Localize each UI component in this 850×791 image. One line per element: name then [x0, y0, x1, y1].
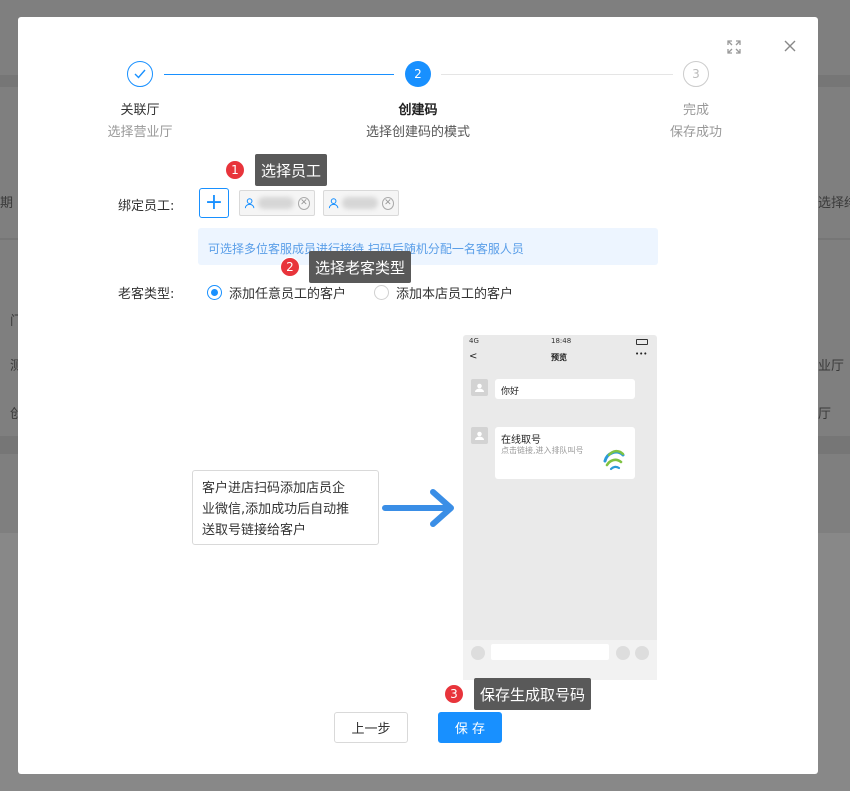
callout-3-badge: 3	[444, 684, 464, 704]
radio-unchecked-icon	[374, 285, 389, 300]
user-icon	[244, 198, 255, 209]
backdrop-text: 业厅	[818, 359, 845, 374]
callout-3: 保存生成取号码	[474, 678, 592, 710]
fullscreen-icon[interactable]	[724, 37, 744, 57]
close-icon[interactable]	[780, 36, 800, 56]
backdrop-text: 厅	[818, 407, 832, 422]
flow-description-line: 送取号链接给客户	[202, 523, 307, 538]
step-3-number: 3	[683, 61, 709, 87]
radio-any-staff-label: 添加任意员工的客户	[229, 287, 347, 302]
radio-checked-icon	[207, 285, 222, 300]
step-1-title: 关联厅	[120, 103, 160, 118]
back-icon: <	[469, 351, 478, 362]
add-staff-button[interactable]: +	[199, 188, 229, 218]
callout-1: 选择员工	[255, 154, 328, 186]
step-connector-1	[164, 74, 394, 75]
phone-status-bar: 4G 18:48	[463, 335, 657, 349]
step-2-desc: 选择创建码的模式	[365, 125, 470, 140]
backdrop-text: 选择绯	[818, 196, 850, 211]
create-code-modal: 2 3 关联厅 选择营业厅 创建码 选择创建码的模式 完成 保存成功 1 选择员…	[18, 17, 818, 774]
card-title: 在线取号	[501, 435, 541, 446]
remove-tag-icon[interactable]: ✕	[381, 196, 395, 210]
plus-icon	[635, 646, 649, 660]
phone-preview: 4G 18:48 < 预览 ••• 你好 在线取号 点击链接,进入排队叫号	[463, 335, 657, 680]
staff-tag: ✕	[239, 190, 315, 216]
avatar-icon	[471, 379, 488, 396]
radio-any-staff[interactable]: 添加任意员工的客户	[207, 283, 346, 302]
phone-title: 预览	[551, 353, 567, 362]
avatar-icon	[471, 427, 488, 444]
staff-label: 绑定员工:	[118, 199, 175, 214]
phone-text-input	[491, 644, 609, 660]
greeting-bubble: 你好	[495, 379, 635, 399]
link-card: 在线取号 点击链接,进入排队叫号	[495, 427, 635, 479]
step-2-number: 2	[405, 61, 431, 87]
flow-description-line: 业微信,添加成功后自动推	[202, 502, 350, 517]
staff-tag: ✕	[323, 190, 399, 216]
callout-2: 选择老客类型	[309, 251, 412, 283]
phone-input-bar	[463, 640, 657, 680]
phone-nav-bar: < 预览 •••	[463, 349, 657, 367]
remove-tag-icon[interactable]: ✕	[297, 196, 311, 210]
step-2-title: 创建码	[398, 103, 438, 118]
step-3-desc: 保存成功	[669, 125, 722, 140]
callout-2-badge: 2	[280, 257, 300, 277]
save-button[interactable]: 保 存	[438, 712, 502, 743]
voice-icon	[471, 646, 485, 660]
callout-1-badge: 1	[225, 160, 245, 180]
user-icon	[328, 198, 339, 209]
arrow-right-icon	[382, 489, 454, 527]
step-1-finished-icon	[127, 61, 153, 87]
backdrop-text: 期	[0, 196, 14, 211]
staff-hint: 可选择多位客服成员进行接待,扫码后随机分配一名客服人员	[198, 228, 658, 265]
china-mobile-logo-icon	[603, 449, 625, 471]
card-desc: 点击链接,进入排队叫号	[501, 446, 584, 455]
signal-label: 4G	[469, 337, 479, 345]
flow-description: 客户进店扫码添加店员企 业微信,添加成功后自动推 送取号链接给客户	[192, 470, 379, 545]
step-3-title: 完成	[682, 103, 709, 118]
step-connector-2	[441, 74, 673, 75]
radio-store-staff-label: 添加本店员工的客户	[396, 287, 514, 302]
flow-description-line: 客户进店扫码添加店员企	[202, 481, 346, 496]
more-icon: •••	[635, 350, 648, 358]
battery-icon	[636, 339, 648, 345]
phone-time: 18:48	[551, 337, 572, 345]
radio-store-staff[interactable]: 添加本店员工的客户	[374, 283, 513, 302]
emoji-icon	[616, 646, 630, 660]
prev-step-button[interactable]: 上一步	[334, 712, 408, 743]
blurred-name	[342, 197, 378, 209]
blurred-name	[258, 197, 294, 209]
customer-type-label: 老客类型:	[118, 287, 175, 302]
step-1-desc: 选择营业厅	[107, 125, 173, 140]
